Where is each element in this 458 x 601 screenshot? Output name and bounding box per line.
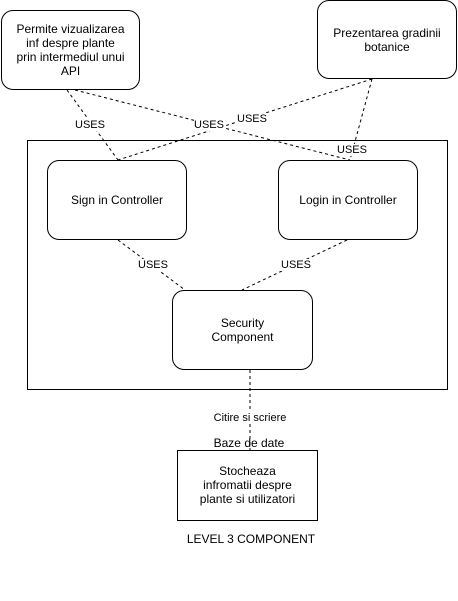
diagram-caption: LEVEL 3 COMPONENT [186, 532, 316, 546]
edge-label-garden-to-signin: USES [194, 119, 224, 131]
login-controller-node[interactable]: Login in Controller [278, 160, 418, 240]
edge-signin-to-security [117, 239, 186, 291]
edge-garden-to-login [349, 78, 373, 161]
security-component-label: Security Component [211, 316, 274, 344]
security-component-node[interactable]: Security Component [172, 290, 313, 370]
database-node[interactable]: Stocheaza infromatii despre plante si ut… [177, 450, 318, 521]
sign-in-controller-label: Sign in Controller [70, 193, 164, 207]
database-label: Stocheaza infromatii despre plante si ut… [199, 463, 296, 506]
api-client-label: Permite vizualizarea inf despre plante p… [16, 22, 125, 78]
edge-label-security-to-db: Citire si scriere [213, 412, 287, 424]
botanic-garden-label: Prezentarea gradinii botanice [333, 25, 441, 54]
botanic-garden-node[interactable]: Prezentarea gradinii botanice [317, 0, 457, 79]
database-title: Baze de date [213, 436, 285, 450]
api-client-node[interactable]: Permite vizualizarea inf despre plante p… [1, 10, 140, 90]
edge-label-login-to-security: USES [281, 259, 311, 271]
edge-label-api-to-login: USES [237, 113, 267, 125]
edge-api-to-login [74, 89, 351, 161]
edge-label-garden-to-login: USES [337, 144, 367, 156]
edge-label-api-to-signin: USES [75, 119, 105, 131]
edge-label-signin-to-security: USES [138, 259, 168, 271]
edge-login-to-security [241, 239, 348, 291]
system-boundary [27, 140, 448, 390]
sign-in-controller-node[interactable]: Sign in Controller [47, 160, 187, 240]
login-controller-label: Login in Controller [299, 193, 397, 207]
